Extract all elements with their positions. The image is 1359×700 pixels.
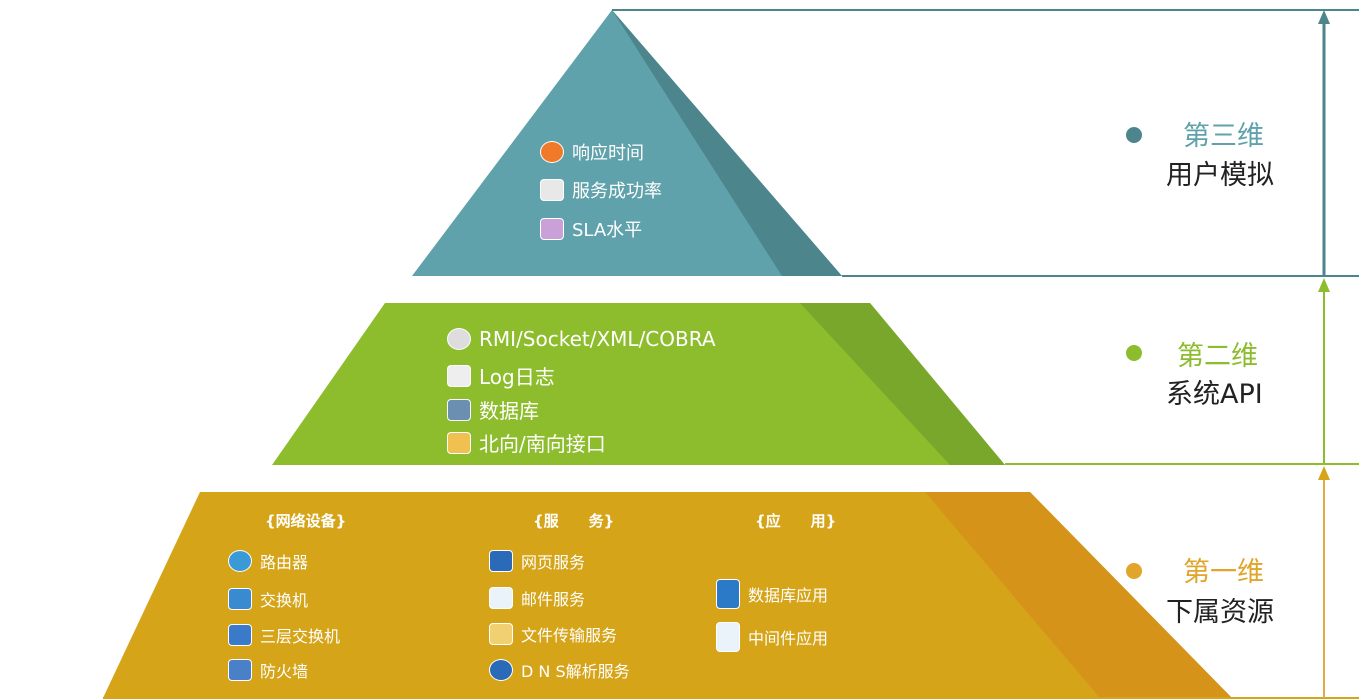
tier2-bullet (1126, 345, 1142, 361)
ftp-icon (489, 623, 513, 645)
tier2-title: 第二维 (1177, 341, 1258, 372)
list-item: 路由器 (228, 549, 308, 573)
list-item: 中间件应用 (716, 622, 828, 652)
list-item: 服务成功率 (540, 177, 662, 203)
list-item: D N S解析服务 (489, 658, 630, 682)
list-item: SLA水平 (540, 216, 642, 242)
list-item: 三层交换机 (228, 623, 340, 647)
tier1-title: 第一维 (1183, 557, 1264, 588)
list-item: 数据库应用 (716, 579, 828, 609)
tier1-trapezoid (103, 492, 1232, 698)
tier3-subtitle: 用户模拟 (1166, 160, 1274, 191)
dns-icon (489, 659, 513, 681)
mail-icon (489, 587, 513, 609)
l3-switch-icon (228, 624, 252, 646)
alarm-clock-icon (540, 141, 564, 163)
list-item: 响应时间 (540, 139, 644, 165)
gear-icon (447, 328, 471, 350)
log-icon (447, 364, 471, 387)
tier1-shade (925, 492, 1232, 698)
tier1-bullet (1126, 563, 1142, 579)
firewall-icon (228, 659, 252, 681)
sla-icon (540, 218, 564, 240)
list-item: Log日志 (447, 361, 555, 390)
tier1-subtitle: 下属资源 (1166, 597, 1274, 628)
list-item: RMI/Socket/XML/COBRA (447, 327, 716, 351)
database-app-icon (716, 579, 740, 609)
column-header: {网络设备} (265, 512, 347, 530)
tier2-shade (800, 303, 1005, 465)
column-header: {服 务} (533, 512, 615, 530)
chart-icon (540, 179, 564, 201)
router-icon (228, 550, 252, 572)
list-item: 数据库 (447, 395, 539, 424)
database-icon (447, 398, 471, 421)
tier3-title: 第三维 (1183, 121, 1264, 152)
list-item: 文件传输服务 (489, 622, 617, 646)
tier3-shade (612, 10, 842, 276)
tier2-subtitle: 系统API (1166, 379, 1263, 410)
interface-icon (447, 431, 471, 454)
list-item: 防火墙 (228, 658, 308, 682)
tier3-bullet (1126, 127, 1142, 143)
list-item: 交换机 (228, 587, 308, 611)
middleware-icon (716, 622, 740, 652)
switch-icon (228, 588, 252, 610)
web-icon (489, 550, 513, 572)
list-item: 网页服务 (489, 549, 585, 573)
list-item: 邮件服务 (489, 586, 585, 610)
tier3-pyramid (412, 10, 842, 276)
column-header: {应 用} (755, 512, 837, 530)
list-item: 北向/南向接口 (447, 428, 606, 457)
